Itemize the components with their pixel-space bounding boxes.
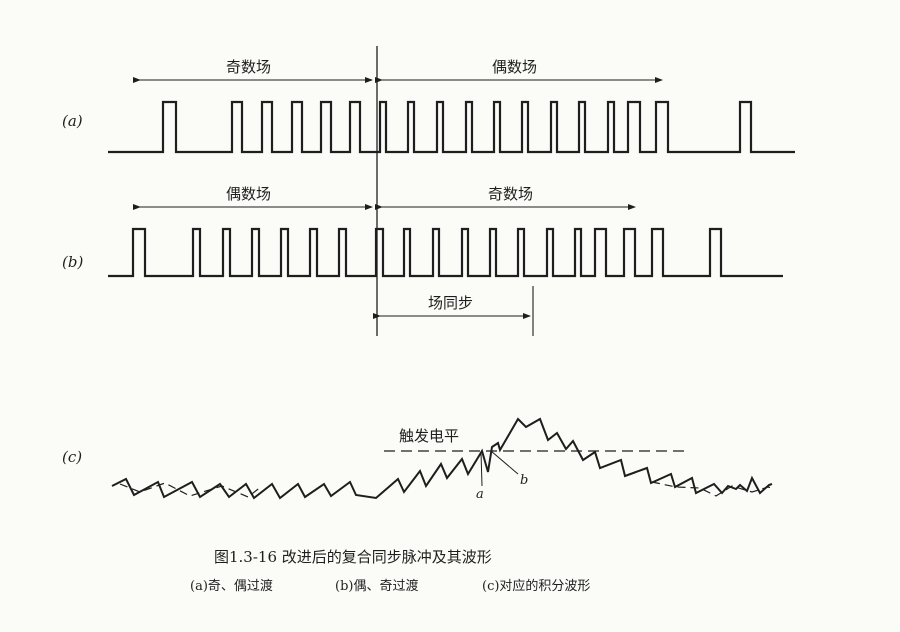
point-a-pointer	[480, 451, 483, 487]
integrated-waveform-alt-right	[651, 481, 773, 497]
odd-field-label-a: 奇数场	[226, 58, 272, 76]
point-a-label: a	[476, 487, 484, 502]
panel-c-marker: (c)	[62, 448, 83, 466]
pulse-train-a	[108, 100, 795, 154]
figure-caption-sub-c: (c)对应的积分波形	[482, 579, 591, 594]
figure-caption-title: 图1.3-16 改进后的复合同步脉冲及其波形	[214, 548, 492, 566]
point-b-pointer	[490, 450, 519, 475]
figure-caption-sub-a: (a)奇、偶过渡	[190, 579, 273, 594]
odd-field-label-b: 奇数场	[488, 185, 534, 203]
even-field-label-a: 偶数场	[492, 58, 538, 76]
panel-b-marker: (b)	[62, 253, 84, 271]
pulse-train-b	[108, 227, 783, 278]
trigger-level-label: 触发电平	[399, 427, 460, 445]
point-b-label: b	[520, 473, 529, 488]
field-sync-label: 场同步	[428, 294, 474, 312]
figure-caption-sub-b: (b)偶、奇过渡	[335, 579, 419, 594]
even-field-label-b: 偶数场	[226, 185, 272, 203]
panel-a-marker: (a)	[62, 112, 83, 130]
integrated-waveform	[111, 417, 773, 500]
